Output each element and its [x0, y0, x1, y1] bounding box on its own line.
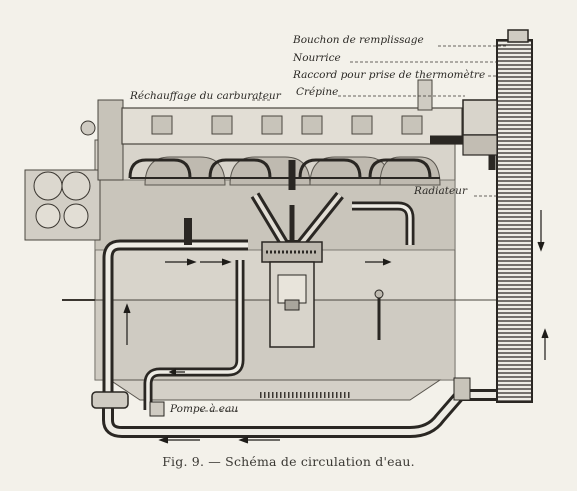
water-pump	[91, 391, 165, 417]
label-strainer: Crépine	[296, 86, 339, 98]
label-filler-cap: Bouchon de remplissage	[293, 34, 424, 46]
intake-manifold	[121, 79, 463, 179]
cylinder-cutaway	[261, 241, 384, 348]
figure-caption: Fig. 9. — Schéma de circulation d'eau.	[162, 454, 415, 469]
label-header-tank: Nourrice	[293, 52, 341, 64]
label-water-pump: Pompe à eau	[170, 403, 239, 415]
label-carburettor-heating: Réchauffage du carburateur	[130, 90, 281, 102]
radiator	[453, 29, 533, 403]
engine-front-accessories	[24, 99, 124, 301]
flow-arrows	[123, 210, 549, 444]
label-thermometer-fitting: Raccord pour prise de thermomètre	[293, 69, 486, 81]
water-pipes	[102, 125, 510, 438]
label-radiator: Radiateur	[414, 185, 467, 197]
label-leaders	[200, 45, 508, 412]
